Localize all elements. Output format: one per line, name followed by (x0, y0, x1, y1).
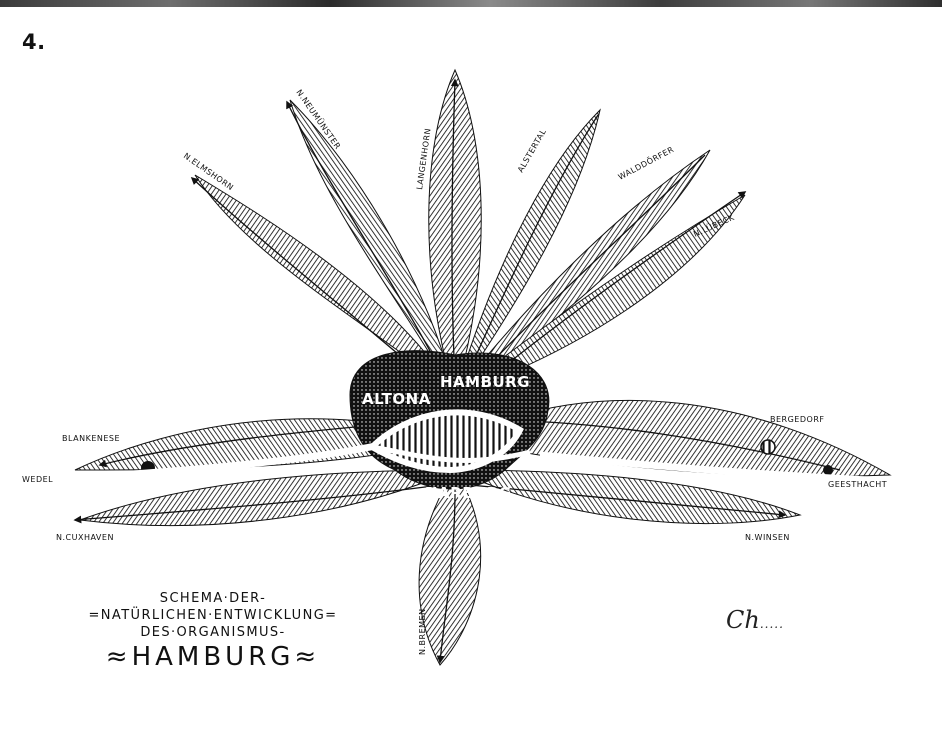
caption-line-3: DES·ORGANISMUS- (48, 624, 378, 641)
station-geesthacht (823, 465, 833, 475)
leaf-southwest (80, 470, 455, 526)
label-hamburg: HAMBURG (440, 373, 530, 391)
label-bergedorf: BERGEDORF (770, 415, 824, 424)
label-bremen: N.BREMEN (418, 608, 427, 655)
label-wedel: WEDEL (22, 475, 53, 484)
signature-mark: Ch (726, 606, 760, 634)
station-bergedorf (761, 440, 775, 454)
label-winsen: N.WINSEN (745, 533, 790, 542)
artist-signature: Ch..... (726, 606, 784, 634)
label-altona: ALTONA (362, 390, 431, 408)
label-harburg: HARBURG (425, 484, 512, 502)
diagram-caption: SCHEMA·DER- =NATÜRLICHEN·ENTWICKLUNG= DE… (48, 590, 378, 673)
label-walddoerfer: WALDDÖRFER (616, 144, 675, 182)
label-cuxhaven: N.CUXHAVEN (56, 533, 114, 542)
caption-line-1: SCHEMA·DER- (48, 590, 378, 607)
caption-line-2: =NATÜRLICHEN·ENTWICKLUNG= (48, 607, 378, 624)
label-geesthacht: GEESTHACHT (828, 480, 887, 489)
caption-title: ≈HAMBURG≈ (48, 641, 378, 673)
label-blankenese: BLANKENESE (62, 434, 120, 443)
label-alstertal: ALSTERTAL (516, 127, 548, 174)
signature-dots: ..... (760, 617, 784, 631)
